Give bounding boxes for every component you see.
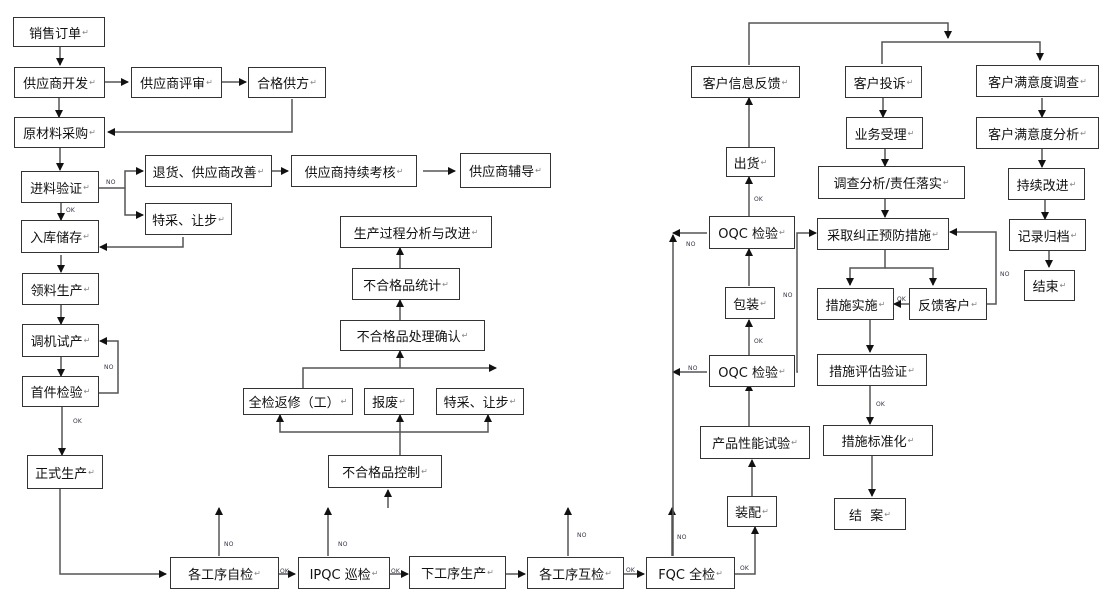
edge (99, 337, 119, 394)
node-self-check: 各工序自检↵ (170, 557, 279, 589)
node-nc-confirm: 不合格品处理确认↵ (340, 320, 485, 351)
edge-label-ok: OK (876, 401, 886, 408)
node-special-accept-1: 特采、让步↵ (145, 203, 232, 235)
edge-label-no: NO (338, 541, 348, 548)
edge-label-no: NO (783, 292, 793, 299)
node-supplier-assessment: 供应商持续考核↵ (291, 155, 417, 187)
node-warehouse: 入库储存↵ (21, 220, 99, 253)
edge-label-ok: OK (280, 568, 290, 575)
node-formal-production: 正式生产↵ (27, 455, 103, 489)
node-material-issue: 领料生产↵ (22, 273, 99, 305)
edge (881, 41, 1044, 64)
node-incoming-inspection: 进料验证↵ (21, 171, 99, 203)
edge (276, 414, 401, 455)
node-standardize: 措施标准化↵ (823, 425, 933, 456)
edge-label-no: NO (577, 532, 587, 539)
edge-label-ok: OK (66, 207, 76, 214)
edge-label-ok: OK (754, 196, 764, 203)
edge (846, 249, 886, 286)
edge-label-no: NO (688, 365, 698, 372)
node-fqc: FQC 全检↵ (646, 557, 735, 589)
node-satisfaction-analysis: 客户满意度分析↵ (976, 117, 1099, 149)
edge (400, 414, 492, 433)
node-evaluate: 措施评估验证↵ (817, 354, 927, 386)
node-continuous-improve: 持续改进↵ (1008, 168, 1085, 200)
edge-label-ok: OK (897, 296, 907, 303)
edge-label-ok: OK (391, 568, 401, 575)
node-shipment: 出货↵ (726, 147, 775, 177)
node-next-process: 下工序生产↵ (409, 556, 506, 589)
edge (99, 167, 144, 189)
edge-label-no: NO (224, 541, 234, 548)
node-customer-feedback: 客户信息反馈↵ (691, 66, 800, 98)
edge (99, 237, 184, 251)
node-packing: 包装↵ (725, 287, 775, 319)
node-feedback-customer: 反馈客户↵ (909, 288, 987, 320)
node-implement: 措施实施↵ (817, 288, 894, 320)
node-first-article: 首件检验↵ (22, 376, 99, 407)
edge (748, 22, 952, 65)
edge (796, 229, 817, 373)
node-oqc-1: OQC 检验↵ (709, 216, 795, 249)
node-ipqc: IPQC 巡检↵ (298, 557, 390, 589)
node-return-improve: 退货、供应商改善↵ (145, 155, 272, 187)
node-supplier-dev: 供应商开发↵ (14, 67, 105, 98)
edge (949, 228, 997, 305)
node-nc-statistics: 不合格品统计↵ (352, 268, 460, 300)
edge-label-ok: OK (626, 567, 636, 574)
node-scrap: 报废↵ (364, 388, 414, 415)
node-raw-purchase: 原材料采购↵ (14, 117, 105, 148)
edge-label-no: NO (686, 241, 696, 248)
edge-label-no: NO (677, 534, 687, 541)
node-corrective: 采取纠正预防措施↵ (817, 218, 949, 250)
edge (124, 188, 144, 219)
node-close-case: 结 案↵ (834, 498, 906, 530)
edge (885, 267, 937, 286)
node-qualified-supplier: 合格供方↵ (248, 67, 326, 98)
node-oqc-2: OQC 检验↵ (709, 355, 795, 387)
node-satisfaction-survey: 客户满意度调查↵ (976, 65, 1099, 97)
node-investigation: 调查分析/责任落实↵ (818, 166, 965, 199)
edge (107, 99, 293, 136)
node-archive: 记录归档↵ (1009, 219, 1086, 251)
edge (59, 489, 167, 578)
node-assembly: 装配↵ (727, 496, 777, 527)
node-mutual-check: 各工序互检↵ (527, 557, 624, 589)
node-rework: 全检返修（工）↵ (243, 388, 353, 415)
edge-label-no: NO (106, 179, 116, 186)
node-sales-order: 销售订单↵ (13, 17, 105, 47)
edge-label-ok: OK (754, 338, 764, 345)
node-supplier-review: 供应商评审↵ (131, 67, 222, 98)
edge (302, 364, 497, 388)
edge-label-ok: OK (740, 565, 750, 572)
node-perf-test: 产品性能试验↵ (700, 426, 810, 459)
node-business-accept: 业务受理↵ (846, 117, 923, 149)
edge-label-no: NO (1000, 271, 1010, 278)
edge-label-no: NO (104, 364, 114, 371)
node-supplier-coaching: 供应商辅导↵ (460, 153, 551, 188)
edge-label-ok: OK (73, 418, 83, 425)
node-complaint: 客户投诉↵ (845, 66, 922, 98)
edge (735, 526, 759, 575)
node-process-analysis: 生产过程分析与改进↵ (340, 216, 492, 248)
node-end: 结束↵ (1024, 270, 1075, 301)
node-special-accept-2: 特采、让步↵ (436, 388, 524, 415)
node-trial-run: 调机试产↵ (22, 324, 99, 357)
node-nc-control: 不合格品控制↵ (328, 455, 442, 488)
